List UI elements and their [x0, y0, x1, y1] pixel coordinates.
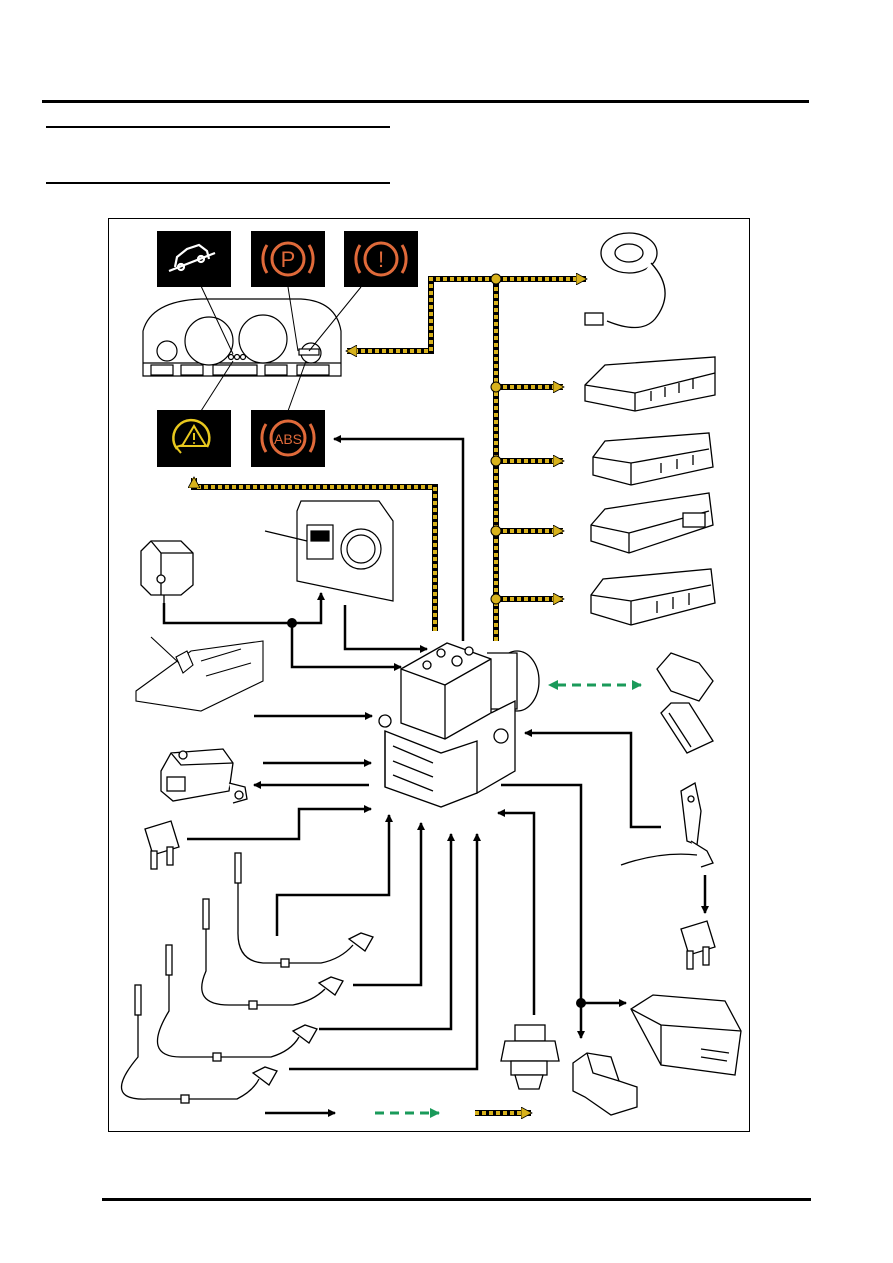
- title-rule-bottom: [46, 182, 390, 184]
- steering-angle-sensor: [584, 232, 666, 329]
- brake-warning-symbol: !: [378, 247, 384, 272]
- kbus-connections: [194, 274, 586, 641]
- body-control-module: [630, 994, 742, 1076]
- fuse-right: [680, 920, 716, 970]
- abs-control-diagram: P ! ABS: [121, 231, 742, 1133]
- footer-rule: [102, 1198, 811, 1201]
- yaw-rate-sensor: [160, 748, 248, 804]
- ecu-module-3: [590, 492, 714, 554]
- diagnostic-socket: [656, 652, 714, 754]
- lamp-leader-lines: [200, 285, 362, 412]
- abs-lamp-label: ABS: [274, 431, 302, 447]
- brake-light-switch: [620, 781, 714, 868]
- header-rule: [42, 100, 809, 103]
- park-brake-symbol: P: [281, 247, 296, 272]
- relay-holder: [572, 1052, 638, 1116]
- fuse-left: [144, 820, 180, 870]
- ecu-module-1: [584, 356, 716, 412]
- ecu-module-2: [592, 432, 714, 486]
- pressure-sensor: [500, 1024, 560, 1090]
- wheel-speed-sensor-3: [156, 944, 318, 1062]
- junction-dot: [576, 998, 586, 1008]
- wheel-speed-sensor-4: [121, 984, 278, 1104]
- dsc-lamp: [157, 410, 231, 467]
- dsc-switch-panel: [264, 500, 394, 602]
- abs-modulator: [378, 642, 540, 808]
- wheel-speed-sensors: [121, 852, 374, 1104]
- instrument-cluster: [142, 298, 342, 377]
- ecu-module-4: [590, 568, 716, 626]
- diagram-frame: P ! ABS: [108, 218, 750, 1132]
- hardwired-connections: [162, 435, 709, 1071]
- dsc-warning-icon: [172, 418, 211, 454]
- park-brake-lamp: P: [251, 231, 325, 287]
- wheel-speed-sensor-2: [201, 898, 344, 1010]
- hill-descent-icon: [168, 243, 216, 273]
- brake-warning-lamp: !: [344, 231, 418, 287]
- abs-relay: [140, 540, 194, 603]
- title-rule-top: [46, 126, 390, 128]
- abs-lamp: ABS: [251, 410, 325, 467]
- junction-dot: [287, 618, 297, 628]
- hdc-lamp: [157, 231, 231, 287]
- wheel-speed-sensor-1: [234, 852, 374, 968]
- brake-pedal-switch: [135, 636, 264, 712]
